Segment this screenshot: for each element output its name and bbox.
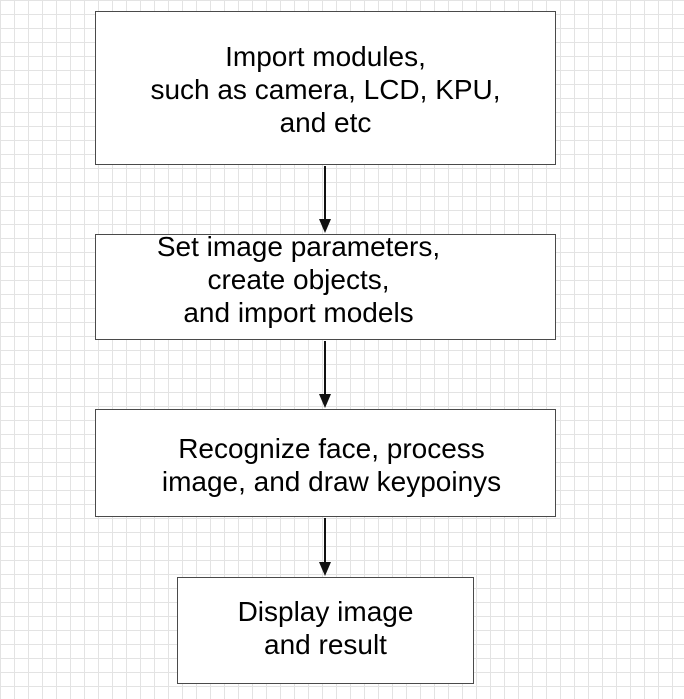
step-box-import-modules: Import modules, such as camera, LCD, KPU…	[95, 11, 556, 165]
step-label: Import modules, such as camera, LCD, KPU…	[150, 40, 501, 138]
step-label: Display image and result	[237, 595, 414, 660]
step-box-display-result: Display image and result	[177, 577, 474, 684]
step-label: Recognize face, process image, and draw …	[161, 433, 502, 497]
arrow-2-to-3	[319, 341, 331, 408]
step-box-set-parameters: Set image parameters, create objects, an…	[95, 231, 556, 340]
arrow-1-to-2	[319, 166, 331, 233]
step-box-recognize-face: Recognize face, process image, and draw …	[95, 409, 556, 517]
step-label: Set image parameters, create objects, an…	[156, 230, 441, 328]
arrow-3-to-4	[319, 518, 331, 576]
